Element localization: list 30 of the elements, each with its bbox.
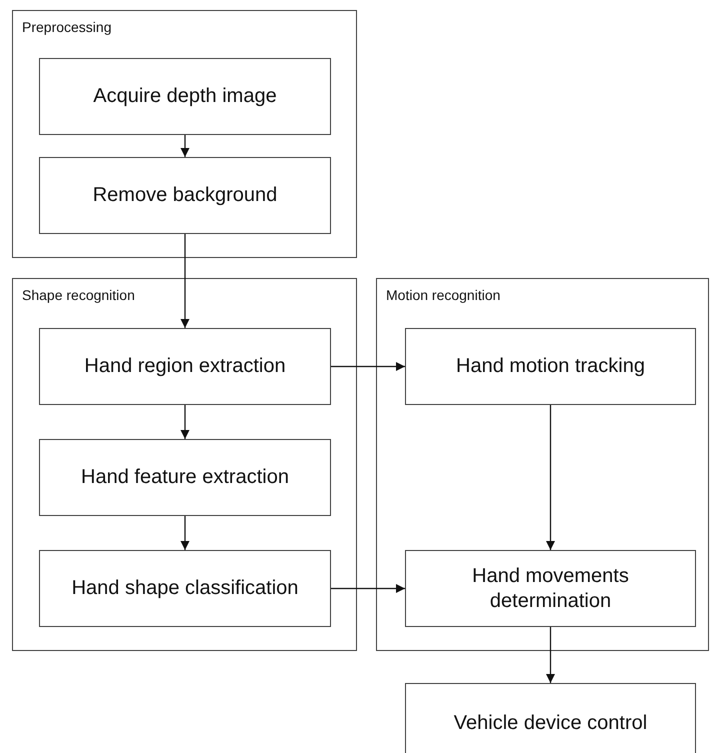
arrow bbox=[331, 584, 405, 593]
arrow bbox=[180, 234, 190, 328]
group-title: Preprocessing bbox=[22, 19, 112, 35]
process-label: Hand motion tracking bbox=[456, 354, 645, 379]
process-box bbox=[39, 157, 331, 234]
process-box bbox=[39, 550, 331, 627]
process-label: Hand feature extraction bbox=[81, 465, 289, 490]
arrow bbox=[180, 405, 190, 439]
arrow bbox=[546, 405, 555, 550]
process-label: Vehicle device control bbox=[454, 710, 648, 736]
process-label: Hand region extraction bbox=[84, 354, 286, 379]
group-title: Shape recognition bbox=[22, 287, 135, 303]
process-box bbox=[39, 328, 331, 405]
arrow bbox=[180, 516, 190, 550]
process-box bbox=[39, 439, 331, 516]
process-label: Remove background bbox=[92, 183, 278, 208]
process-box bbox=[405, 328, 696, 405]
group-box bbox=[12, 278, 357, 651]
arrow bbox=[546, 627, 555, 683]
group-box bbox=[376, 278, 709, 651]
group-title: Motion recognition bbox=[386, 287, 500, 303]
process-label: Hand shape classification bbox=[72, 576, 298, 601]
process-label: Hand movements determination bbox=[471, 564, 630, 614]
group-box bbox=[12, 10, 357, 258]
arrow bbox=[331, 362, 405, 371]
arrow bbox=[180, 135, 190, 157]
process-box bbox=[405, 550, 696, 627]
process-box bbox=[405, 683, 696, 753]
process-label: Acquire depth image bbox=[93, 84, 277, 109]
process-box bbox=[39, 58, 331, 135]
